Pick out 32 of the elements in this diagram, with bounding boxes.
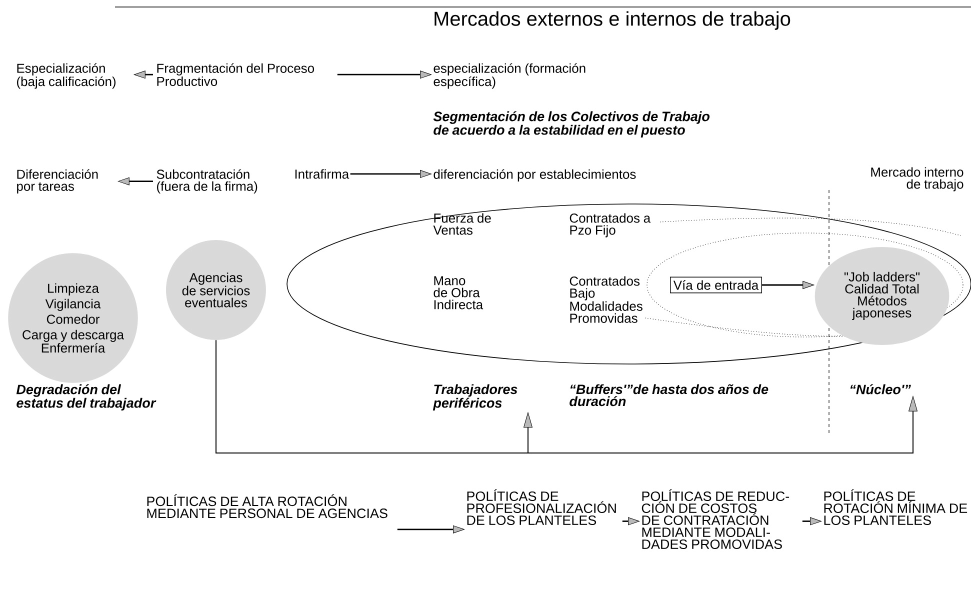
text-label: “Núcleo'” [850, 384, 911, 394]
policy-label: POLÍTICAS DE PROFESIONALIZACIÓN DE LOS PLANTELES [467, 489, 616, 526]
policy-label: POLÍTICAS DE ALTA ROTACIÓN MEDIANTE PERSONAL DE AGENCIAS [147, 494, 388, 518]
text-label: Trabajadores periféricos [432, 384, 518, 410]
text-label: Especialización (baja calificación) [17, 63, 116, 89]
arrow [134, 70, 153, 79]
arrow [802, 517, 822, 526]
text-label: Fragmentación del Proceso Productivo [157, 63, 314, 86]
arrow [216, 340, 918, 454]
arrow [397, 525, 464, 534]
text-label: diferenciación por establecimientos [434, 169, 636, 182]
text-label: Diferenciación por tareas [17, 169, 98, 194]
group-label: Contratados Bajo Modalidades Promovidas [570, 276, 642, 323]
text-label: Intrafirma [295, 169, 350, 179]
arrow [337, 70, 432, 79]
entry-box: Vía de entrada [670, 276, 762, 294]
text-label: Subcontratación (fuera de la firma) [156, 169, 258, 194]
section-label: Mercado interno de trabajo [871, 167, 964, 192]
group-label: Contratados a Pzo Fijo [570, 213, 651, 238]
group-label: Mano de Obra Indirecta [434, 276, 484, 310]
category-label: “Buffers'”de hasta dos años de duración [570, 384, 768, 406]
text-label: especialización (formación específica) [434, 63, 586, 89]
subtitle: Segmentación de los Colectivos de Trabajo de acuerdo a la estabilidad en el puesto [433, 111, 710, 138]
group-label: Fuerza de Ventas [433, 213, 491, 235]
title: Mercados externos e internos de trabajo [434, 11, 790, 30]
policy-label: POLÍTICAS DE ROTACIÓN MÍNIMA DE LOS PLANTELES [824, 489, 968, 526]
policy-label: POLÍTICAS DE REDUC- CIÓN DE COSTOS DE CONTRATACIÓN MEDIANTE MODALI- DADES PROMOVIDAS [642, 489, 790, 550]
arrow [762, 281, 814, 289]
arrow [118, 177, 153, 186]
category-label: Degradación del estatus del trabajador [16, 384, 156, 410]
arrow [350, 170, 432, 178]
arrow [622, 517, 640, 526]
